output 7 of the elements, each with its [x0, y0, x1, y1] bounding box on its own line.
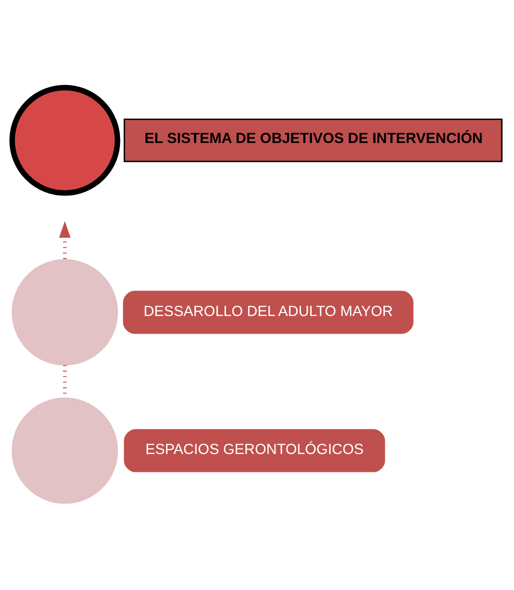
- node-box: ESPACIOS GERONTOLÓGICOS: [124, 428, 386, 472]
- node-circle: [12, 397, 118, 504]
- arrow: [59, 220, 71, 260]
- node-box: EL SISTEMA DE OBJETIVOS DE INTERVENCIÓN: [124, 118, 503, 162]
- node-box: DESSAROLLO DEL ADULTO MAYOR: [123, 290, 414, 334]
- node-circle: [9, 84, 120, 196]
- node-circle: [12, 258, 118, 365]
